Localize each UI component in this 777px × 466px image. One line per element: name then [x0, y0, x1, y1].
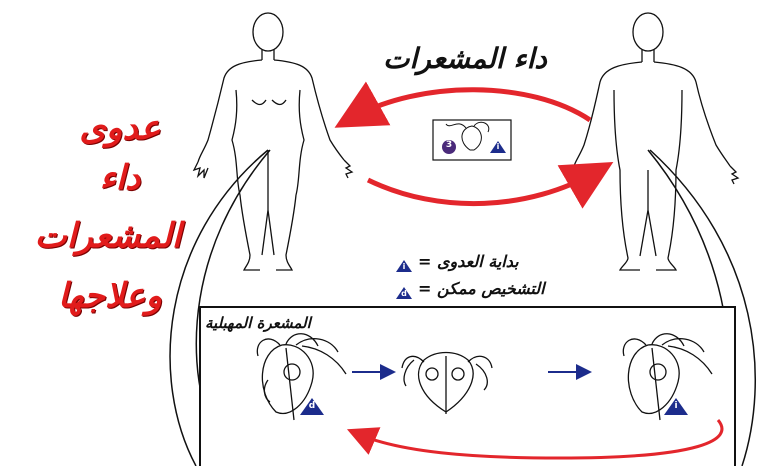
legend-infective-text: بداية العدوى	[437, 252, 519, 271]
human-female-icon	[194, 13, 352, 270]
legend-separator: =	[418, 279, 431, 298]
lifecycle-badge-right: i	[670, 401, 682, 411]
legend-infective-badge: i	[398, 262, 410, 271]
lifecycle-box-title: المشعرة المهبلية	[205, 314, 311, 332]
legend-infective-label: بداية العدوى =	[418, 252, 519, 271]
side-title-line1: عدوى	[40, 108, 200, 148]
side-title-line2: داء	[40, 158, 200, 198]
arrow-female-to-male	[368, 172, 596, 204]
center-badge-right: i	[492, 142, 504, 151]
legend-diagnostic-text: التشخيص ممكن	[437, 279, 545, 298]
center-badge-left: 3	[443, 140, 455, 150]
side-title-line4: وعلاجها	[20, 276, 200, 316]
legend-diagnostic-badge: d	[398, 289, 410, 298]
lifecycle-badge-left: d	[306, 401, 318, 411]
legend-separator: =	[418, 252, 431, 271]
side-title-line3: المشعرات	[8, 216, 208, 256]
arrow-male-to-female	[352, 90, 590, 120]
diagram-title: داء المشعرات	[330, 42, 600, 75]
legend-diagnostic-label: التشخيص ممكن =	[418, 279, 545, 298]
